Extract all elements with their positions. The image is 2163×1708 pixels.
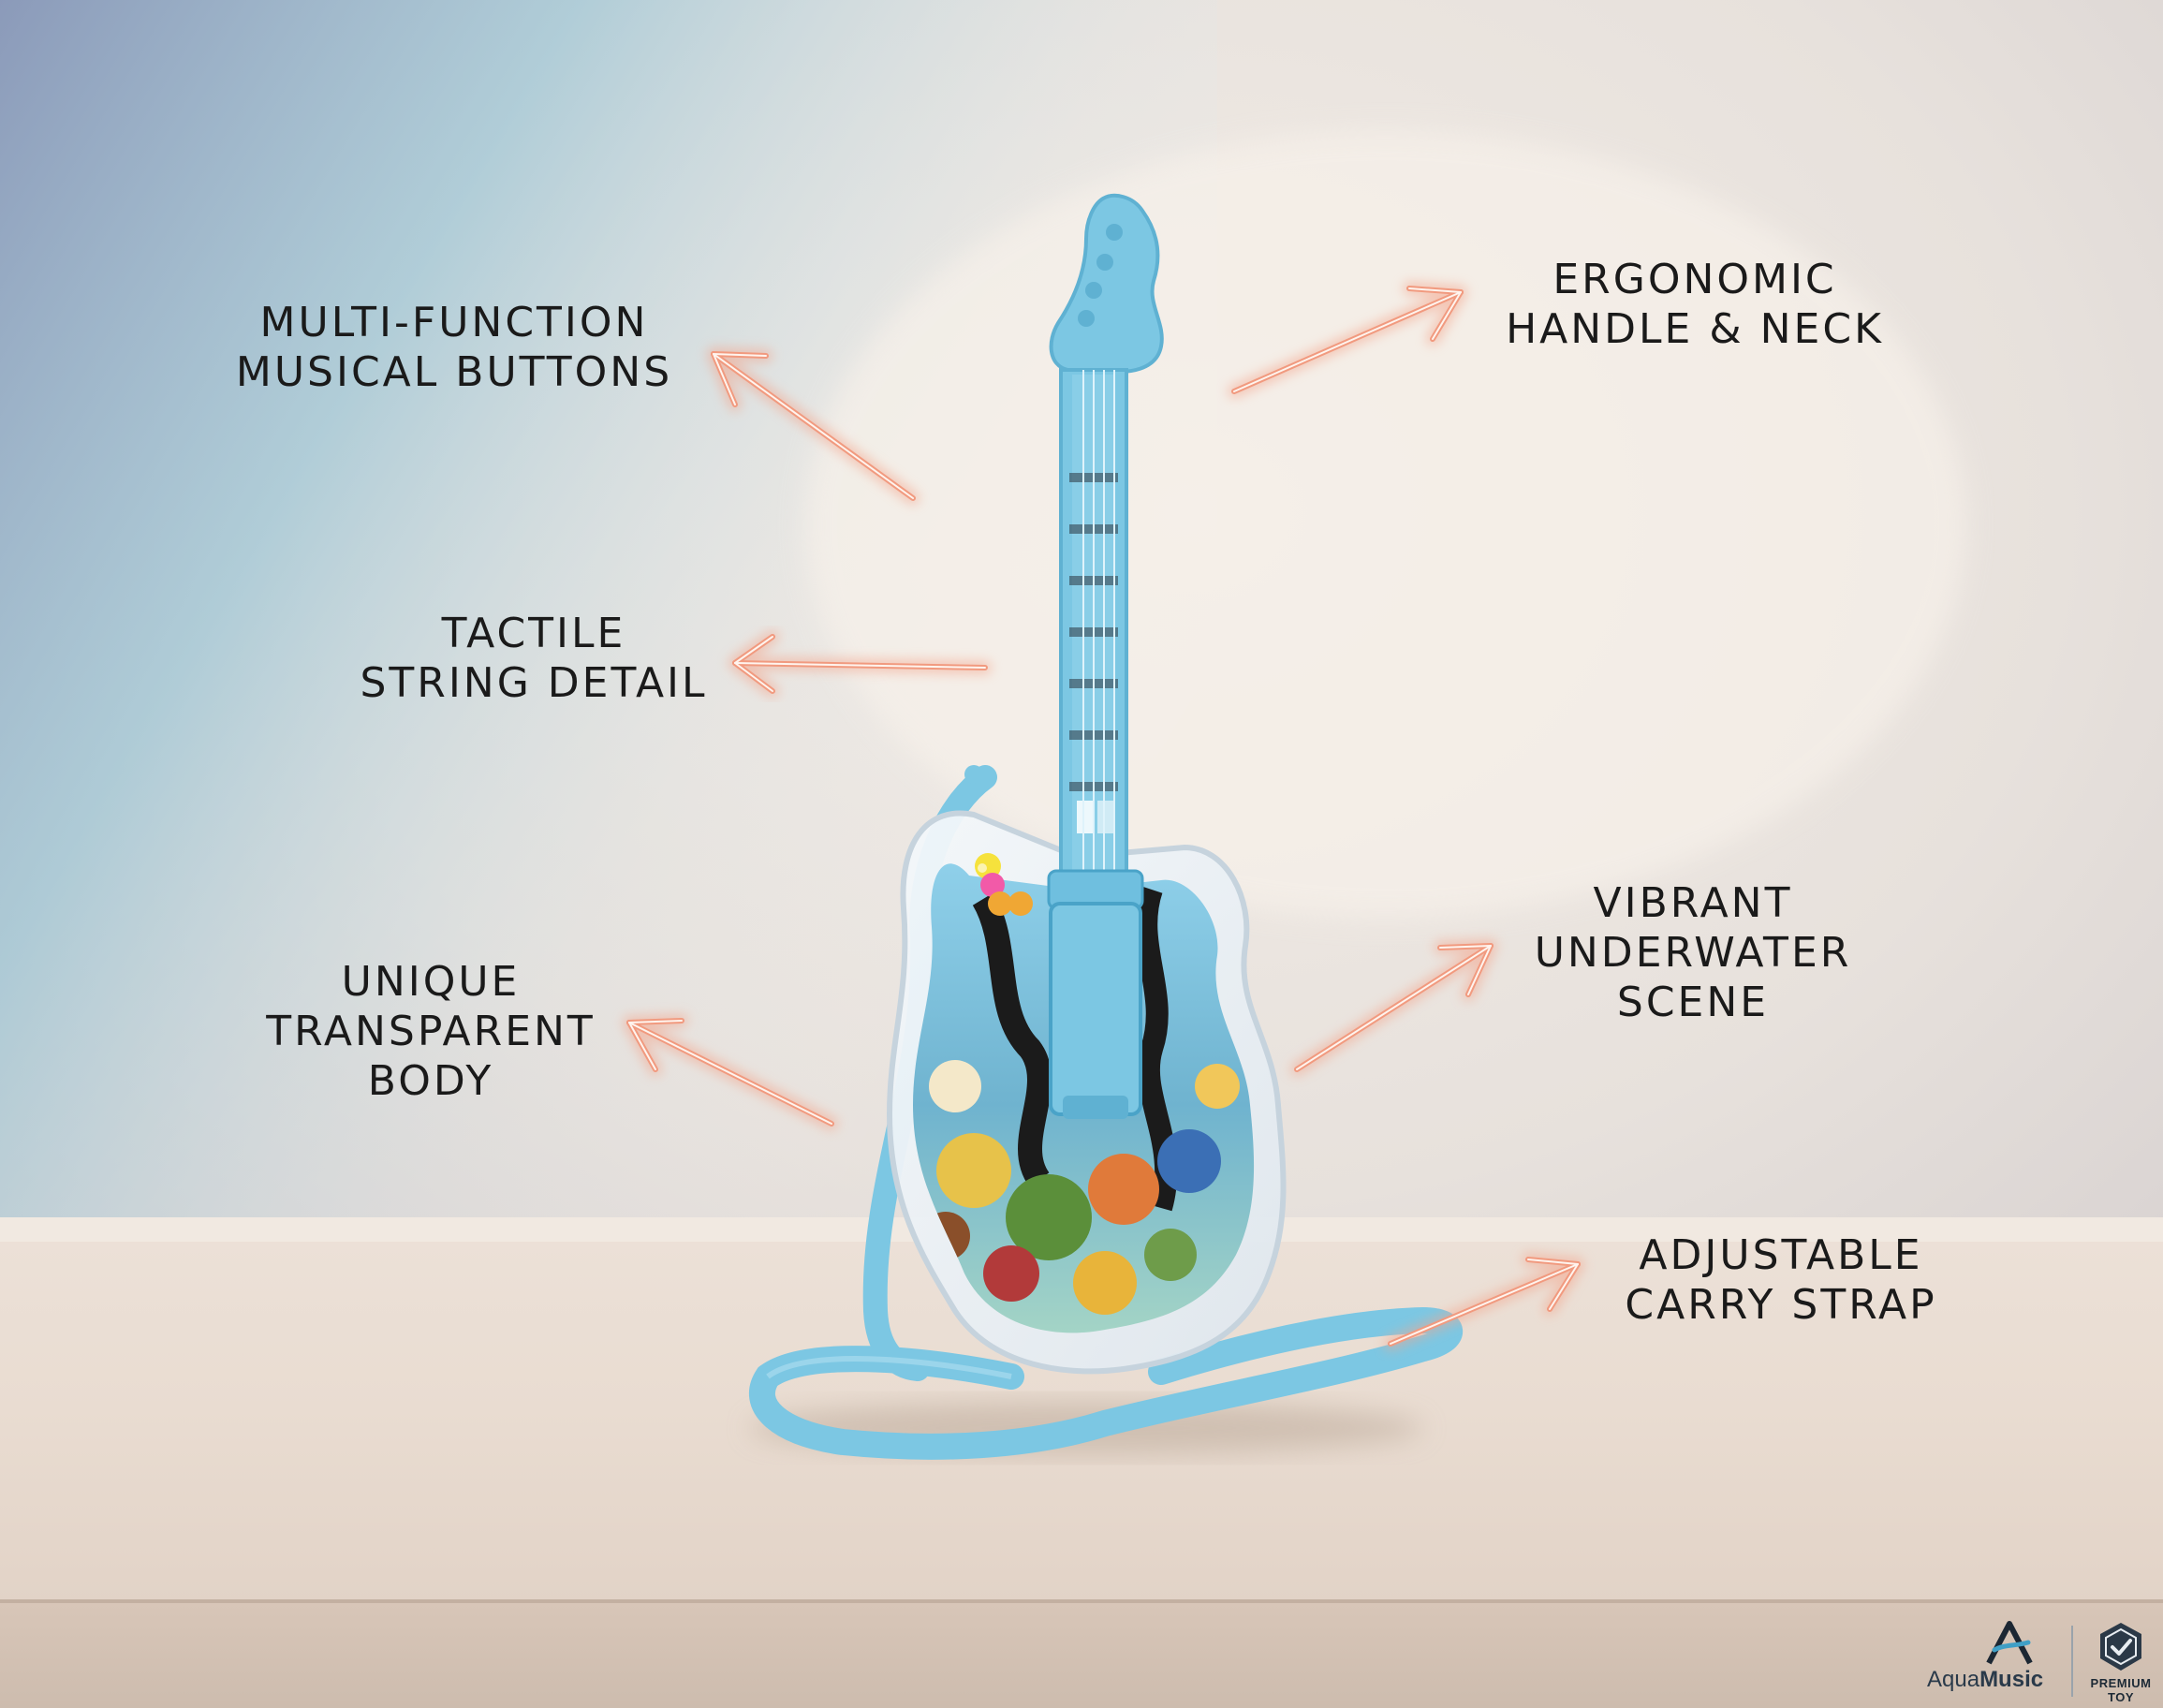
guitar-bridge xyxy=(1049,902,1142,1116)
brand-name-part1: Aqua xyxy=(1927,1667,1980,1692)
label-vibrant-line2: UNDERWATER xyxy=(1534,929,1852,977)
arrow-tactile xyxy=(728,630,992,698)
musical-button-orange-2 xyxy=(1008,891,1033,916)
premium-badge-line2: TOY xyxy=(2108,1690,2134,1704)
premium-badge-icon xyxy=(2100,1623,2141,1671)
label-ergonomic-line2: HANDLE & NECK xyxy=(1506,305,1884,353)
brand-name: AquaMusic xyxy=(1927,1667,2043,1693)
label-unique-line2: TRANSPARENT xyxy=(266,1008,596,1055)
musical-button-yellow xyxy=(975,853,1001,879)
arrow-vibrant xyxy=(1290,939,1497,1076)
musical-button-orange-1 xyxy=(988,891,1012,916)
label-adjustable: ADJUSTABLE CARRY STRAP xyxy=(1625,1230,1936,1330)
arrow-adjustable xyxy=(1384,1253,1584,1350)
brand-footer: AquaMusic PREMIUM TOY xyxy=(1920,1618,2154,1708)
premium-badge-line1: PREMIUM xyxy=(2090,1676,2152,1690)
label-unique: UNIQUE TRANSPARENT BODY xyxy=(266,957,596,1106)
guitar-neck xyxy=(1047,193,1164,1119)
label-tactile: TACTILE STRING DETAIL xyxy=(360,609,707,708)
label-adjustable-line2: CARRY STRAP xyxy=(1625,1281,1937,1329)
label-multi-function: MULTI-FUNCTION MUSICAL BUTTONS xyxy=(236,298,672,397)
label-vibrant-line3: SCENE xyxy=(1616,979,1770,1026)
label-vibrant: VIBRANT UNDERWATER SCENE xyxy=(1535,878,1852,1027)
arrow-ergonomic xyxy=(1228,282,1467,398)
label-multi-function-line2: MUSICAL BUTTONS xyxy=(235,348,673,396)
musical-button-pink xyxy=(980,873,1005,897)
arrow-unique xyxy=(623,1014,838,1130)
label-adjustable-line1: ADJUSTABLE xyxy=(1639,1231,1923,1279)
label-ergonomic-line1: ERGONOMIC xyxy=(1552,256,1837,303)
label-unique-line1: UNIQUE xyxy=(341,958,521,1006)
brand-divider xyxy=(2071,1626,2073,1697)
brand-name-part2: Music xyxy=(1979,1667,2044,1692)
table-edge xyxy=(0,1601,2163,1708)
label-tactile-line2: STRING DETAIL xyxy=(360,659,708,707)
label-multi-function-line1: MULTI-FUNCTION xyxy=(259,299,649,346)
label-ergonomic: ERGONOMIC HANDLE & NECK xyxy=(1506,255,1884,354)
label-tactile-line1: TACTILE xyxy=(441,610,626,657)
arrow-multi-function xyxy=(707,347,920,505)
label-unique-line3: BODY xyxy=(367,1057,494,1105)
strap-knob xyxy=(964,765,983,784)
label-vibrant-line1: VIBRANT xyxy=(1593,879,1793,927)
aqua-music-logo-icon xyxy=(1986,1621,2033,1665)
